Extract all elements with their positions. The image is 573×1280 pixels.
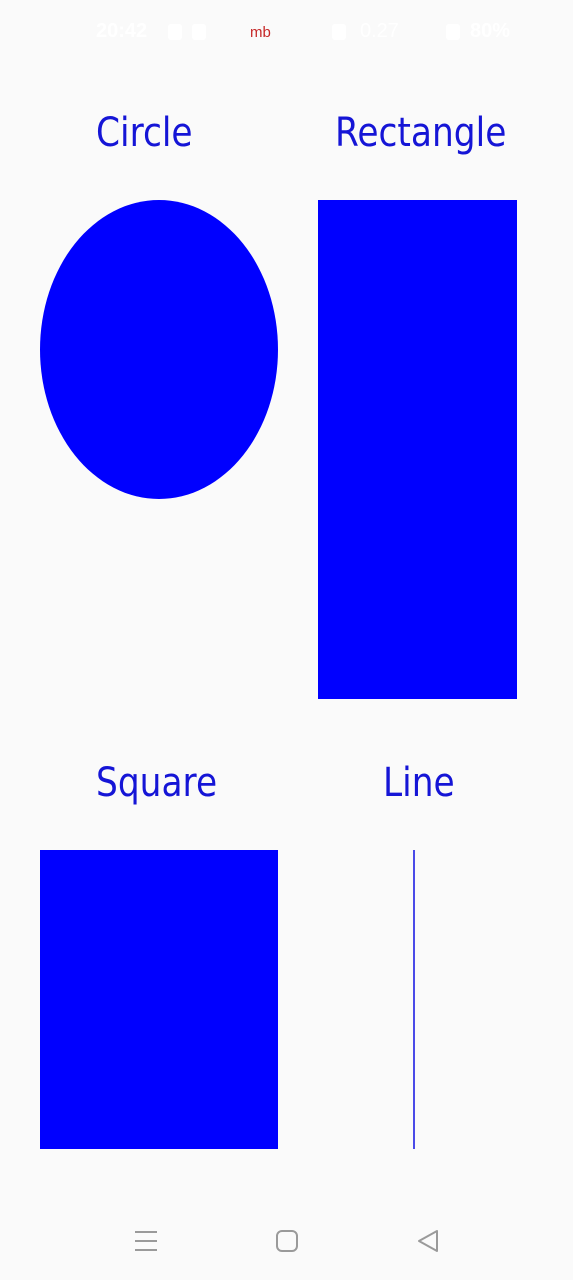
notification-icon xyxy=(168,24,182,40)
rectangle-label: Rectangle xyxy=(335,110,507,156)
home-button[interactable] xyxy=(273,1228,301,1254)
status-bar: 20:42 mb 0.27 80% xyxy=(0,0,573,64)
rectangle-shape xyxy=(318,200,517,699)
vibrate-icon xyxy=(332,24,346,40)
back-button[interactable] xyxy=(414,1228,442,1254)
square-shape xyxy=(40,850,278,1149)
network-speed: 0.27 xyxy=(360,20,399,42)
carrier-tag: mb xyxy=(250,24,271,41)
line-shape xyxy=(413,850,415,1149)
navigation-bar xyxy=(0,1200,573,1280)
notification-icon xyxy=(192,24,206,40)
status-time: 20:42 xyxy=(96,20,148,42)
battery-level: 80% xyxy=(470,20,511,42)
back-icon xyxy=(418,1230,438,1252)
circle-label: Circle xyxy=(96,110,193,156)
circle-shape xyxy=(40,200,278,499)
square-label: Square xyxy=(96,760,218,806)
menu-button[interactable] xyxy=(132,1228,160,1254)
line-label: Line xyxy=(383,760,455,806)
home-icon xyxy=(276,1230,298,1252)
signal-icon xyxy=(446,24,460,40)
menu-icon xyxy=(135,1231,157,1251)
